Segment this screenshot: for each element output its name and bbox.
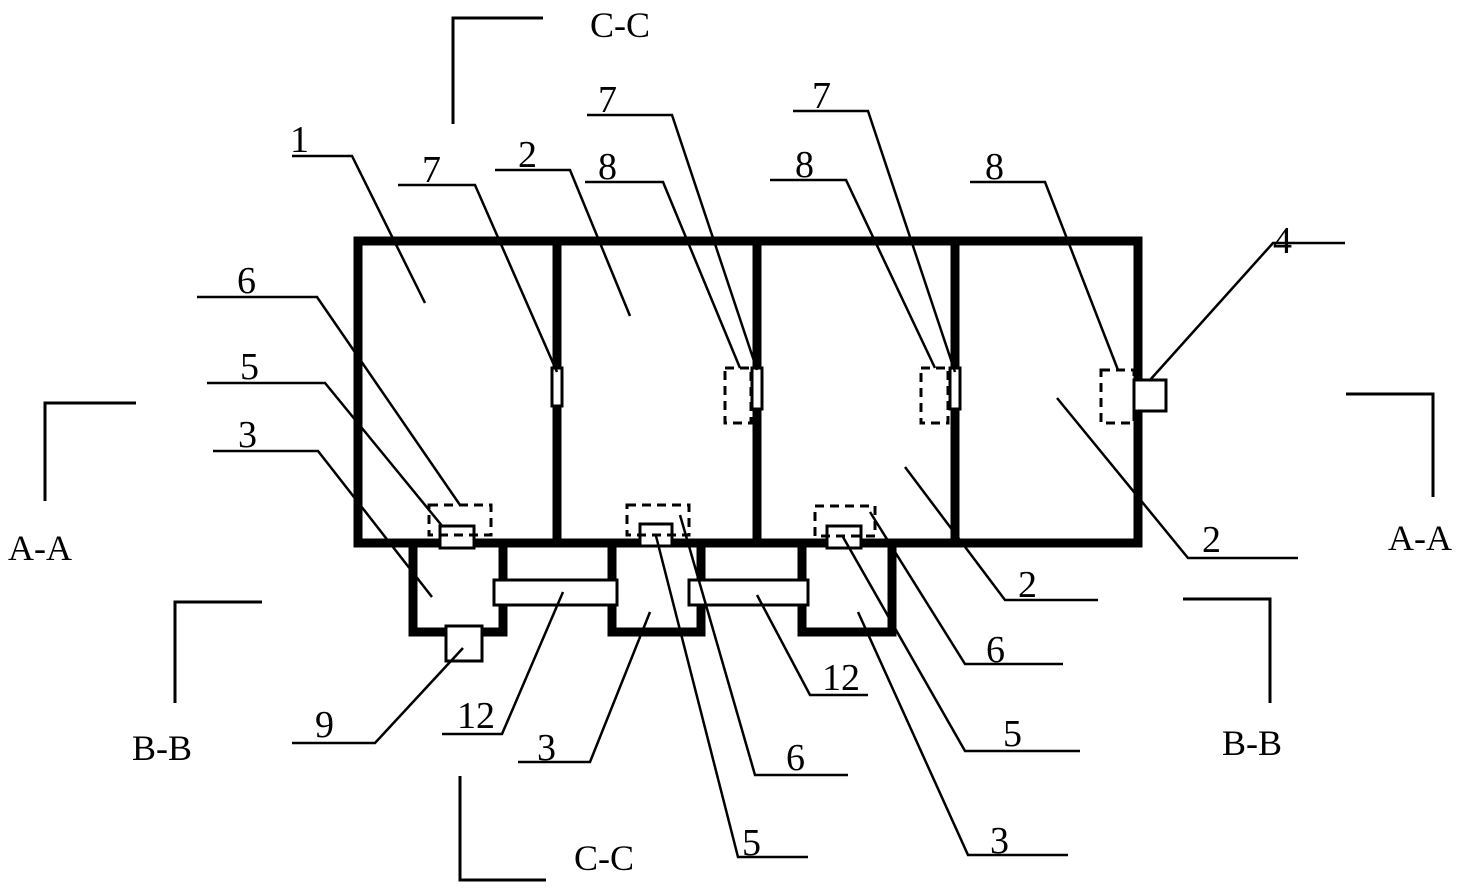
- callout-label-8b: 8: [795, 144, 814, 186]
- callout-label-2c: 2: [1018, 564, 1037, 606]
- callout-8a: 8: [585, 146, 742, 369]
- section-label-c-top: C-C: [590, 5, 650, 45]
- section-marker-a-left: A-A: [8, 401, 136, 568]
- callout-9: 9: [292, 647, 464, 746]
- callout-label-8a: 8: [598, 146, 617, 188]
- dashed-baffle-2: [919, 366, 950, 425]
- callout-7a: 7: [398, 149, 559, 373]
- connecting-pipe-right: [687, 578, 810, 607]
- callout-12b: 12: [755, 594, 868, 699]
- compartment-right: [797, 538, 897, 637]
- callout-6a: 6: [197, 260, 462, 506]
- callout-label-5c: 5: [742, 822, 761, 864]
- callout-label-1: 1: [290, 119, 309, 161]
- callout-label-4: 4: [1273, 220, 1292, 262]
- callout-8b: 8: [770, 144, 937, 369]
- callout-2b: 2: [1056, 397, 1298, 561]
- callout-3b: 3: [856, 611, 1068, 862]
- callout-1: 1: [290, 119, 427, 304]
- section-marker-b-left: B-B: [132, 600, 262, 768]
- callout-6b: 6: [868, 511, 1063, 671]
- callout-label-9: 9: [315, 704, 334, 746]
- callout-4: 4: [1149, 220, 1345, 381]
- callout-label-3c: 3: [537, 727, 556, 769]
- callout-5a: 5: [207, 346, 444, 528]
- callout-label-2a: 2: [518, 134, 537, 176]
- callout-label-12b: 12: [822, 657, 860, 699]
- callout-2a: 2: [495, 134, 632, 317]
- callout-label-6a: 6: [237, 260, 256, 302]
- section-marker-c-top: C-C: [451, 5, 650, 124]
- callout-3c: 3: [518, 611, 652, 769]
- callout-8c: 8: [970, 146, 1120, 371]
- dashed-guard-middle: [625, 503, 691, 537]
- section-marker-a-right: A-A: [1346, 392, 1452, 558]
- callout-7c: 7: [793, 75, 957, 373]
- callout-12a: 12: [442, 591, 565, 737]
- section-marker-b-right: B-B: [1183, 597, 1282, 763]
- dashed-baffle-1: [723, 366, 753, 425]
- callout-3a: 3: [213, 414, 433, 598]
- callout-5c: 5: [654, 535, 808, 864]
- section-label-b-left: B-B: [132, 728, 192, 768]
- callout-6c: 6: [678, 514, 848, 779]
- wall-opening-1: [550, 366, 564, 408]
- wall-opening-3: [948, 366, 962, 411]
- callout-label-7a: 7: [422, 149, 441, 191]
- bottom-opening-left: [438, 524, 476, 550]
- callout-label-5b: 5: [1003, 713, 1022, 755]
- compartment-left: [408, 538, 508, 637]
- callout-7b: 7: [587, 79, 759, 371]
- inlet-port: [1132, 378, 1168, 413]
- section-label-a-right: A-A: [1388, 518, 1452, 558]
- dashed-baffle-3: [1099, 368, 1136, 425]
- main-tank: [353, 236, 1143, 548]
- callout-label-12a: 12: [457, 695, 495, 737]
- section-label-b-right: B-B: [1222, 723, 1282, 763]
- callout-label-7c: 7: [812, 75, 831, 117]
- section-label-a-left: A-A: [8, 528, 72, 568]
- callout-5b: 5: [841, 536, 1080, 755]
- callout-label-8c: 8: [985, 146, 1004, 188]
- wall-opening-2: [750, 366, 764, 411]
- callout-label-3b: 3: [990, 820, 1009, 862]
- tank-outer-wall: [353, 236, 1143, 548]
- callout-2c: 2: [904, 466, 1098, 606]
- outlet-port: [444, 624, 484, 663]
- callout-label-2b: 2: [1202, 519, 1221, 561]
- callout-label-6c: 6: [786, 737, 805, 779]
- callout-label-6b: 6: [986, 629, 1005, 671]
- callout-label-7b: 7: [598, 79, 617, 121]
- callout-label-5a: 5: [240, 346, 259, 388]
- bottom-compartments: [408, 538, 897, 637]
- connecting-pipe-left: [492, 578, 619, 607]
- section-marker-c-bottom: C-C: [458, 776, 634, 882]
- section-label-c-bottom: C-C: [574, 838, 634, 878]
- callout-label-3a: 3: [238, 414, 257, 456]
